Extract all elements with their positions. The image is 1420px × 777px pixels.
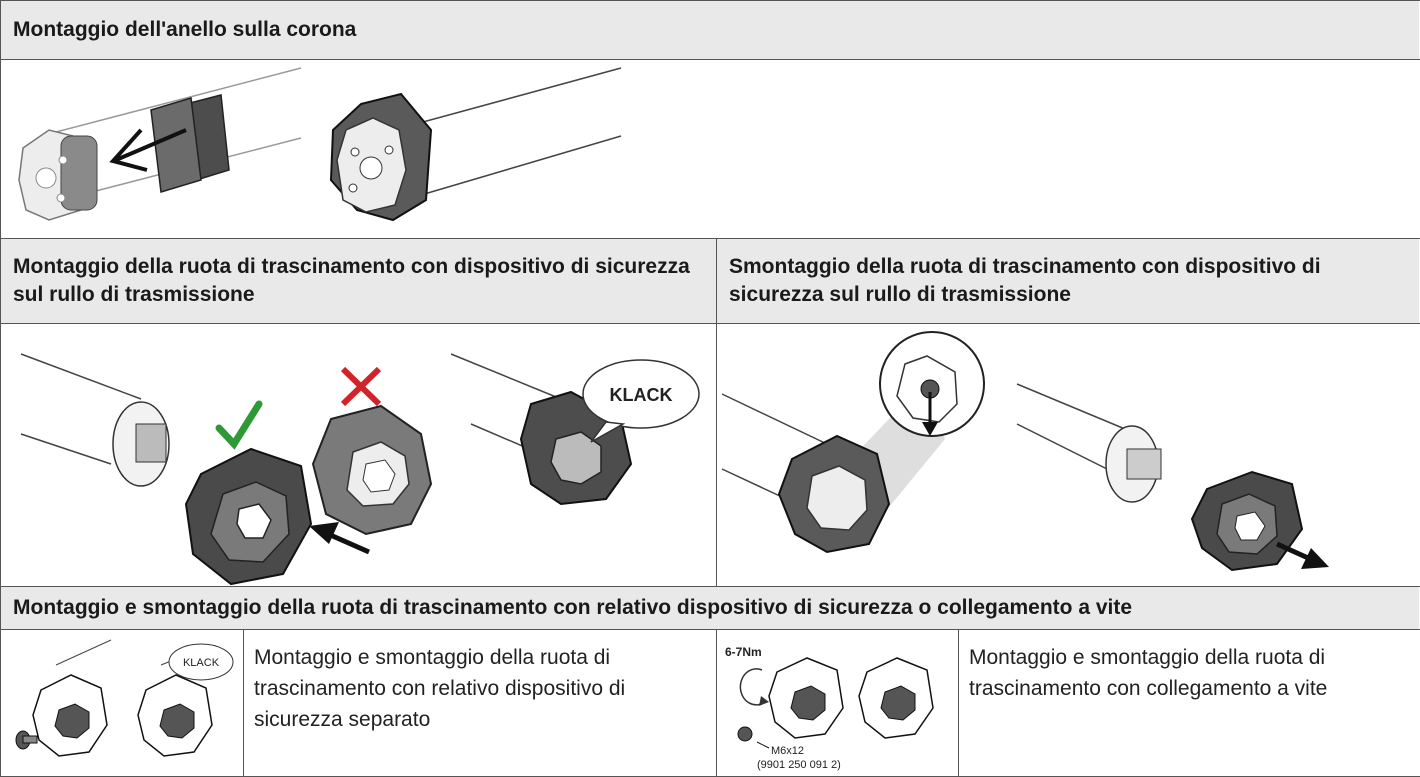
drive-adapter: [112, 401, 170, 487]
screw-icon: [15, 730, 38, 750]
section1-header: Montaggio dell'anello sulla corona: [1, 1, 1419, 59]
column-divider: [716, 629, 717, 776]
divider: [0, 586, 1420, 587]
section3-header: Montaggio e smontaggio della ruota di tr…: [1, 587, 1419, 629]
drive-wheel-correct: [184, 447, 313, 586]
drive-adapter-right: [1105, 425, 1162, 503]
drive-wheel-left: [777, 434, 891, 554]
klack-bubble-small: KLACK: [168, 643, 234, 681]
screw-icon: [737, 726, 770, 749]
drive-wheel-wrong: [311, 404, 433, 536]
direction-arrow: [1275, 541, 1329, 569]
divider: [0, 323, 1420, 324]
ring-mounting-illustration: [18, 67, 622, 222]
wheel-small-4: [858, 657, 934, 739]
wheel-small-2: [137, 674, 213, 757]
separate-safety-description: Montaggio e smontaggio della ruota di tr…: [244, 630, 716, 775]
drive-wheel-dismounting-illustration: [721, 331, 1329, 572]
section3-title: Montaggio e smontaggio della ruota di tr…: [13, 596, 1133, 619]
drive-wheel-removed: [1190, 470, 1304, 572]
screw-connection-text: Montaggio e smontaggio della ruota di tr…: [969, 646, 1328, 700]
section2-left-title: Montaggio della ruota di trascinamento c…: [13, 255, 690, 306]
column-divider: [958, 629, 959, 776]
screw-connection-description: Montaggio e smontaggio della ruota di tr…: [959, 630, 1419, 775]
drive-wheel-mounting-illustration: KLACK: [20, 353, 700, 586]
section2-right-header: Smontaggio della ruota di trascinamento …: [717, 239, 1419, 323]
section1-title: Montaggio dell'anello sulla corona: [13, 18, 357, 41]
direction-arrow: [309, 522, 371, 555]
divider: [0, 59, 1420, 60]
separate-safety-text: Montaggio e smontaggio della ruota di tr…: [254, 646, 626, 731]
separate-safety-device-illustration: KLACK: [15, 639, 234, 757]
tube-left: [18, 67, 302, 221]
klack-bubble: KLACK: [582, 359, 700, 443]
wheel-small-3: [768, 657, 844, 739]
screw-connection-illustration: 6-7Nm M6x12 (9901 250 091 2): [725, 645, 934, 771]
column-divider: [716, 238, 717, 586]
torque-label: 6-7Nm: [725, 645, 762, 659]
check-icon: [215, 400, 263, 450]
section2-left-header: Montaggio della ruota di trascinamento c…: [1, 239, 716, 323]
klack-label-small: KLACK: [183, 657, 220, 669]
cross-icon: [340, 366, 382, 407]
klack-label: KLACK: [610, 385, 673, 405]
screw-code: (9901 250 091 2): [757, 759, 841, 771]
tube-right: [329, 67, 622, 222]
wheel-small-1: [32, 674, 108, 757]
divider: [0, 629, 1420, 630]
divider: [0, 238, 1420, 239]
rotation-arrow-icon: [739, 668, 766, 706]
detail-magnifier: [879, 331, 985, 437]
section2-right-title: Smontaggio della ruota di trascinamento …: [729, 255, 1321, 306]
column-divider: [243, 629, 244, 776]
screw-size: M6x12: [771, 745, 804, 757]
